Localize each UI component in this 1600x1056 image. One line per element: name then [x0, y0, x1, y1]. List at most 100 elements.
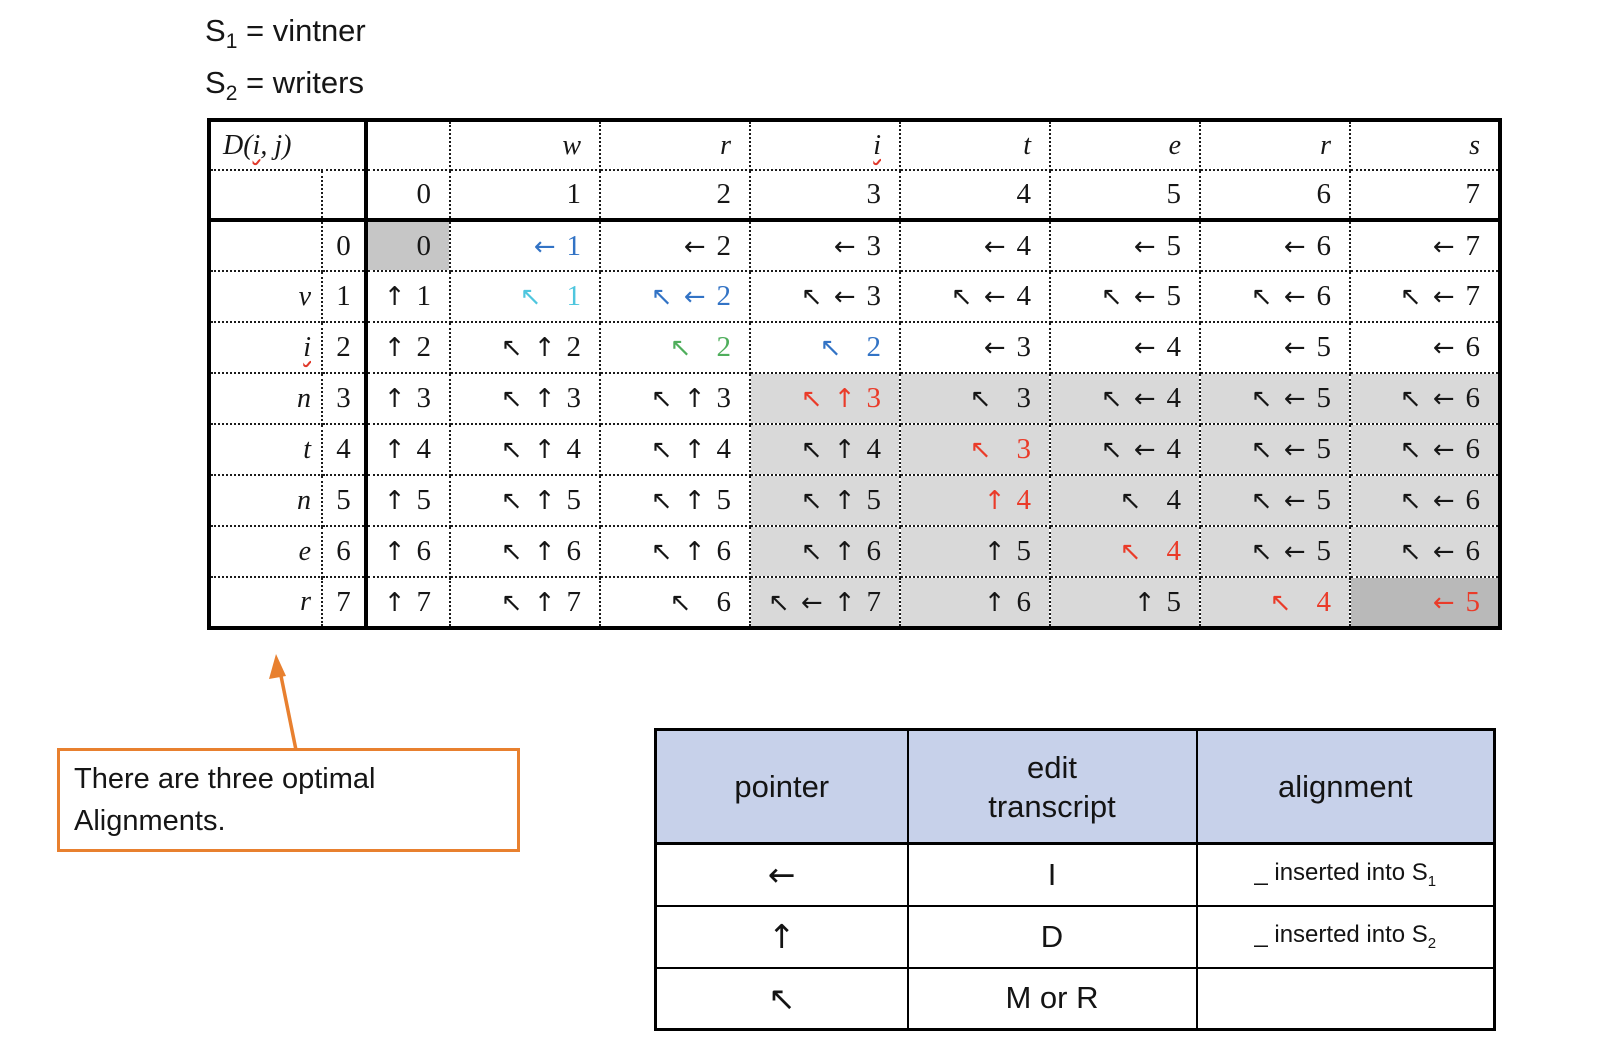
dp-col-index: 3: [749, 169, 901, 222]
cell-value: 5: [416, 484, 432, 516]
dp-row-label: n: [207, 372, 323, 425]
dp-cell: ←4: [1049, 321, 1201, 374]
up-arrow-icon: ↑: [533, 537, 556, 567]
dp-cell: ↖↑4: [599, 423, 751, 476]
dp-cell: ↖←5: [1199, 372, 1351, 425]
cell-value: 7: [1465, 280, 1481, 312]
alignment-text: _ inserted into S1: [1254, 859, 1437, 891]
cell-value: 5: [1166, 585, 1182, 618]
legend-pointer-cell: ↑: [654, 904, 909, 969]
diag-up-left-arrow-icon: ↖: [800, 282, 823, 312]
diag-up-left-arrow-icon: ↖: [969, 435, 992, 465]
legend-header-cell: alignment: [1195, 728, 1496, 845]
diag-up-left-arrow-icon: ↖: [1399, 486, 1422, 516]
dp-col-index: 1: [449, 169, 601, 222]
up-arrow-icon: ↑: [1133, 587, 1156, 618]
diag-up-left-arrow-icon: ↖: [1269, 587, 1292, 618]
dp-row-label: n: [207, 474, 323, 527]
dp-cell: ↖←6: [1199, 270, 1351, 323]
dp-col-letter: w: [449, 118, 601, 171]
left-arrow-icon: ←: [1432, 231, 1455, 262]
up-arrow-icon: ↑: [383, 587, 406, 618]
diag-up-left-arrow-icon: ↖: [819, 333, 842, 363]
transcript-text: D: [1040, 918, 1064, 954]
cell-value: 7: [416, 585, 432, 618]
diag-up-left-arrow-icon: ↖: [650, 384, 673, 414]
up-arrow-icon: ↑: [683, 486, 706, 516]
up-arrow-icon: ↑: [383, 384, 406, 414]
left-arrow-icon: ←: [1133, 282, 1156, 312]
diag-up-left-arrow-icon: ↖: [800, 384, 823, 414]
dp-row-index: 0: [321, 219, 368, 272]
dp-cell: 0: [365, 219, 451, 272]
dp-col-index: 5: [1049, 169, 1201, 222]
left-arrow-icon: ←: [1133, 384, 1156, 414]
diag-up-left-arrow-icon: ↖: [500, 587, 523, 618]
legend-row: ↑D_ inserted into S2: [654, 904, 1496, 969]
diag-up-left-arrow-icon: ↖: [1100, 384, 1123, 414]
diag-up-left-arrow-icon: ↖: [1399, 282, 1422, 312]
up-arrow-icon: ↑: [533, 333, 556, 363]
cell-value: 1: [416, 280, 432, 312]
diag-up-left-arrow-icon: ↖: [500, 333, 523, 363]
up-arrow-icon: ↑: [683, 537, 706, 567]
legend-header-cell: pointer: [654, 728, 909, 845]
cell-value: 1: [566, 280, 582, 312]
dp-cell: ↖3: [899, 372, 1051, 425]
dp-col-letter: [365, 118, 451, 171]
cell-value: 1: [566, 229, 582, 262]
cell-value: 7: [866, 585, 882, 618]
dp-col-letter: i: [749, 118, 901, 171]
cell-value: 4: [1316, 585, 1332, 618]
diag-up-left-arrow-icon: ↖: [1100, 282, 1123, 312]
diag-up-left-arrow-icon: ↖: [1399, 537, 1422, 567]
dp-cell: ↑7: [365, 576, 451, 630]
cell-value: 3: [866, 229, 882, 262]
row-label-text: r: [300, 586, 311, 617]
cell-value: 6: [1316, 229, 1332, 262]
dp-cell: ↖←6: [1349, 372, 1502, 425]
cell-value: 2: [416, 331, 432, 363]
cell-value: 6: [716, 585, 732, 618]
diag-up-left-arrow-icon: ↖: [1399, 435, 1422, 465]
dp-cell: ↑5: [1049, 576, 1201, 630]
dp-cell: ↑4: [365, 423, 451, 476]
col-letter-text: w: [562, 129, 581, 161]
transcript-text: M or R: [1005, 980, 1099, 1016]
left-arrow-icon: ←: [1283, 384, 1306, 414]
dp-cell: ↖4: [1199, 576, 1351, 630]
left-arrow-icon: ←: [983, 282, 1006, 312]
dp-cell: ↖↑6: [599, 525, 751, 578]
up-arrow-icon: ↑: [533, 587, 556, 618]
up-arrow-icon: ↑: [833, 537, 856, 567]
left-arrow-icon: ←: [1432, 486, 1455, 516]
diag-up-left-arrow-icon: ↖: [519, 282, 542, 312]
dp-cell: ↑2: [365, 321, 451, 374]
diag-up-left-arrow-icon: ↖: [1119, 486, 1142, 516]
legend-pointer-cell: ←: [654, 842, 909, 907]
dp-row-label: v: [207, 270, 323, 323]
sequence-line-1: S1 = vintner: [205, 10, 366, 62]
cell-value: 6: [716, 535, 732, 567]
dp-col-index: 2: [599, 169, 751, 222]
dp-cell: ↖1: [449, 270, 601, 323]
dp-empty: [321, 169, 368, 222]
sequence-symbol: S: [205, 13, 226, 48]
dp-row-index: 4: [321, 423, 368, 476]
cell-value: 5: [1316, 484, 1332, 516]
diag-up-left-arrow-icon: ↖: [950, 282, 973, 312]
dp-cell: ↖3: [899, 423, 1051, 476]
cell-value: 0: [416, 229, 432, 262]
row-label-text: e: [298, 535, 311, 567]
cell-value: 6: [1465, 484, 1481, 516]
left-arrow-icon: ←: [833, 282, 856, 312]
dp-cell: ←2: [599, 219, 751, 272]
up-arrow-icon: ↑: [983, 587, 1006, 618]
dp-cell: ←5: [1049, 219, 1201, 272]
corner-pre: D(: [223, 129, 253, 161]
dp-cell: ↖←6: [1349, 525, 1502, 578]
